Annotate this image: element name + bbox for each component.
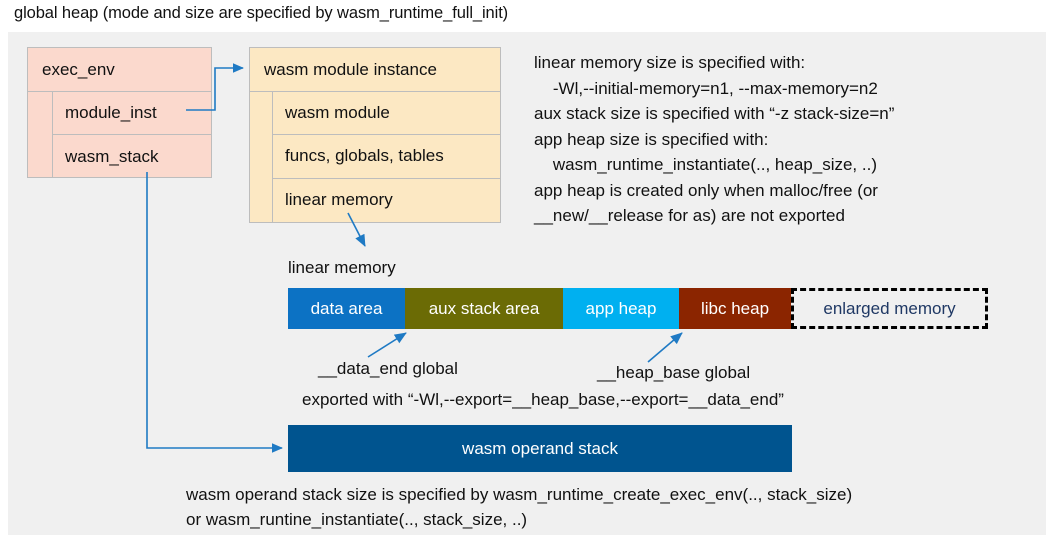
module-instance-field-funcs-globals-tables: funcs, globals, tables <box>250 135 500 179</box>
exec-env-module-inst-label: module_inst <box>53 92 211 135</box>
page-title: global heap (mode and size are specified… <box>14 4 509 22</box>
module-instance-wasm-module-label: wasm module <box>273 92 500 136</box>
memory-segment-enlarged-memory: enlarged memory <box>791 288 988 329</box>
heap-base-annotation: __heap_base global <box>597 363 751 382</box>
module-instance-header: wasm module instance <box>250 48 500 92</box>
exported-annotation: exported with “-Wl,--export=__heap_base,… <box>302 390 784 409</box>
linear-memory-caption: linear memory <box>288 258 396 277</box>
exec-env-gutter <box>28 92 53 135</box>
exec-env-header: exec_env <box>28 48 211 92</box>
wasm-operand-stack-box: wasm operand stack <box>288 425 792 472</box>
exec-env-gutter <box>28 135 53 178</box>
memory-segment-aux-stack-area: aux stack area <box>405 288 563 329</box>
wasm-module-instance-box: wasm module instance wasm module funcs, … <box>249 47 501 223</box>
memory-segment-libc-heap: libc heap <box>679 288 791 329</box>
module-instance-field-linear-memory: linear memory <box>250 178 500 222</box>
operand-stack-notes: wasm operand stack size is specified by … <box>186 485 853 529</box>
memory-segment-data-area: data area <box>288 288 405 329</box>
exec-env-field-module-inst: module_inst <box>28 92 211 135</box>
data-end-annotation: __data_end global <box>318 359 458 378</box>
module-instance-funcs-label: funcs, globals, tables <box>273 135 500 179</box>
module-instance-gutter <box>250 135 273 179</box>
exec-env-wasm-stack-label: wasm_stack <box>65 146 159 166</box>
module-instance-linear-memory-label: linear memory <box>285 190 393 210</box>
exec-env-field-wasm-stack: wasm_stack <box>28 135 211 178</box>
memory-segment-app-heap: app heap <box>563 288 679 329</box>
configuration-notes: linear memory size is specified with: -W… <box>534 53 895 225</box>
module-instance-gutter <box>250 92 273 136</box>
exec-env-box: exec_env module_inst wasm_stack <box>27 47 212 178</box>
module-instance-gutter <box>250 178 273 222</box>
module-instance-field-wasm-module: wasm module <box>250 92 500 136</box>
